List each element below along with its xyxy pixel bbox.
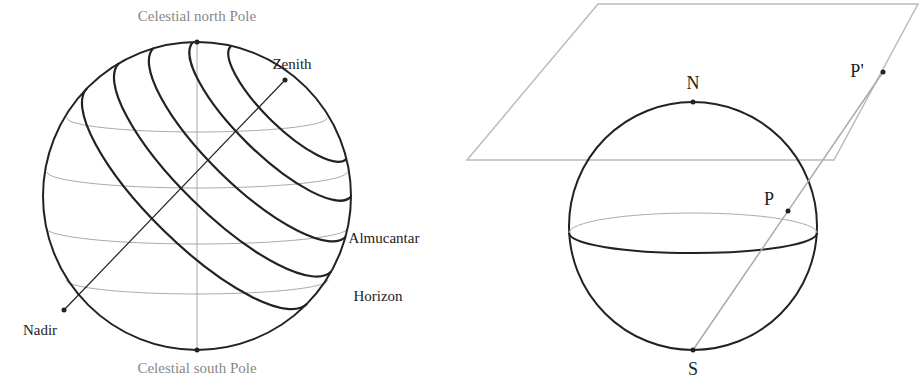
pole-dot (195, 40, 200, 45)
zenith-label: Zenith (272, 56, 311, 73)
equator-front (569, 233, 817, 253)
celestial-sphere-outline (43, 42, 351, 350)
pole-label: Celestial north Pole (138, 8, 256, 25)
south-dot (691, 348, 696, 353)
point-label: S (688, 360, 698, 380)
projected-point-dot (881, 70, 886, 75)
almucantar-arcs (53, 0, 398, 338)
projection-ray (693, 72, 883, 350)
point-dot (786, 209, 791, 214)
pole-label: Celestial south Pole (137, 360, 256, 377)
nadir-dot (62, 308, 67, 313)
horizon-label: Horizon (353, 288, 402, 305)
north-dot (691, 100, 696, 105)
parallel-lines (46, 42, 348, 350)
projection-plane (467, 4, 918, 160)
point-label: N (687, 74, 700, 94)
pole-dot (195, 348, 200, 353)
sphere-outline (569, 102, 817, 350)
point-label: P' (850, 62, 863, 82)
zenith-nadir-axis (64, 80, 285, 310)
zenith-dot (283, 78, 288, 83)
point-label: P (764, 190, 774, 210)
nadir-label: Nadir (23, 322, 57, 339)
almucantar-label: Almucantar (349, 230, 420, 247)
